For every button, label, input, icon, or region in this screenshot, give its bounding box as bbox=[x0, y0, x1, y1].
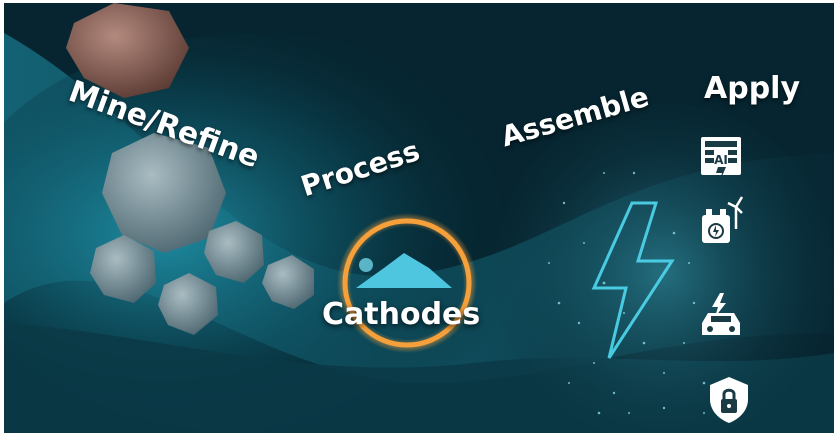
energy-storage-turbine-icon bbox=[702, 196, 744, 243]
cathode-ring bbox=[342, 218, 472, 348]
rock-large bbox=[102, 133, 226, 253]
cathodes-label: Cathodes bbox=[322, 297, 481, 332]
rock-medium bbox=[90, 235, 156, 303]
supply-chain-illustration: Mine/Refine Process Assemble Apply Catho… bbox=[4, 3, 834, 433]
rock-small-2 bbox=[262, 255, 314, 309]
ai-chip-text: AI bbox=[714, 153, 728, 167]
background-artwork bbox=[4, 3, 834, 433]
ore-rock-brown bbox=[66, 3, 189, 98]
ai-chip-icon: AI bbox=[701, 137, 741, 181]
rock-small bbox=[158, 273, 218, 335]
stage-apply: Apply bbox=[704, 71, 801, 106]
electric-car-icon bbox=[702, 293, 740, 335]
shield-lock-icon bbox=[710, 377, 748, 423]
cathode-powder-mound bbox=[356, 253, 452, 288]
rock-medium-2 bbox=[204, 221, 264, 283]
lightning-bolt-icon bbox=[591, 201, 675, 359]
